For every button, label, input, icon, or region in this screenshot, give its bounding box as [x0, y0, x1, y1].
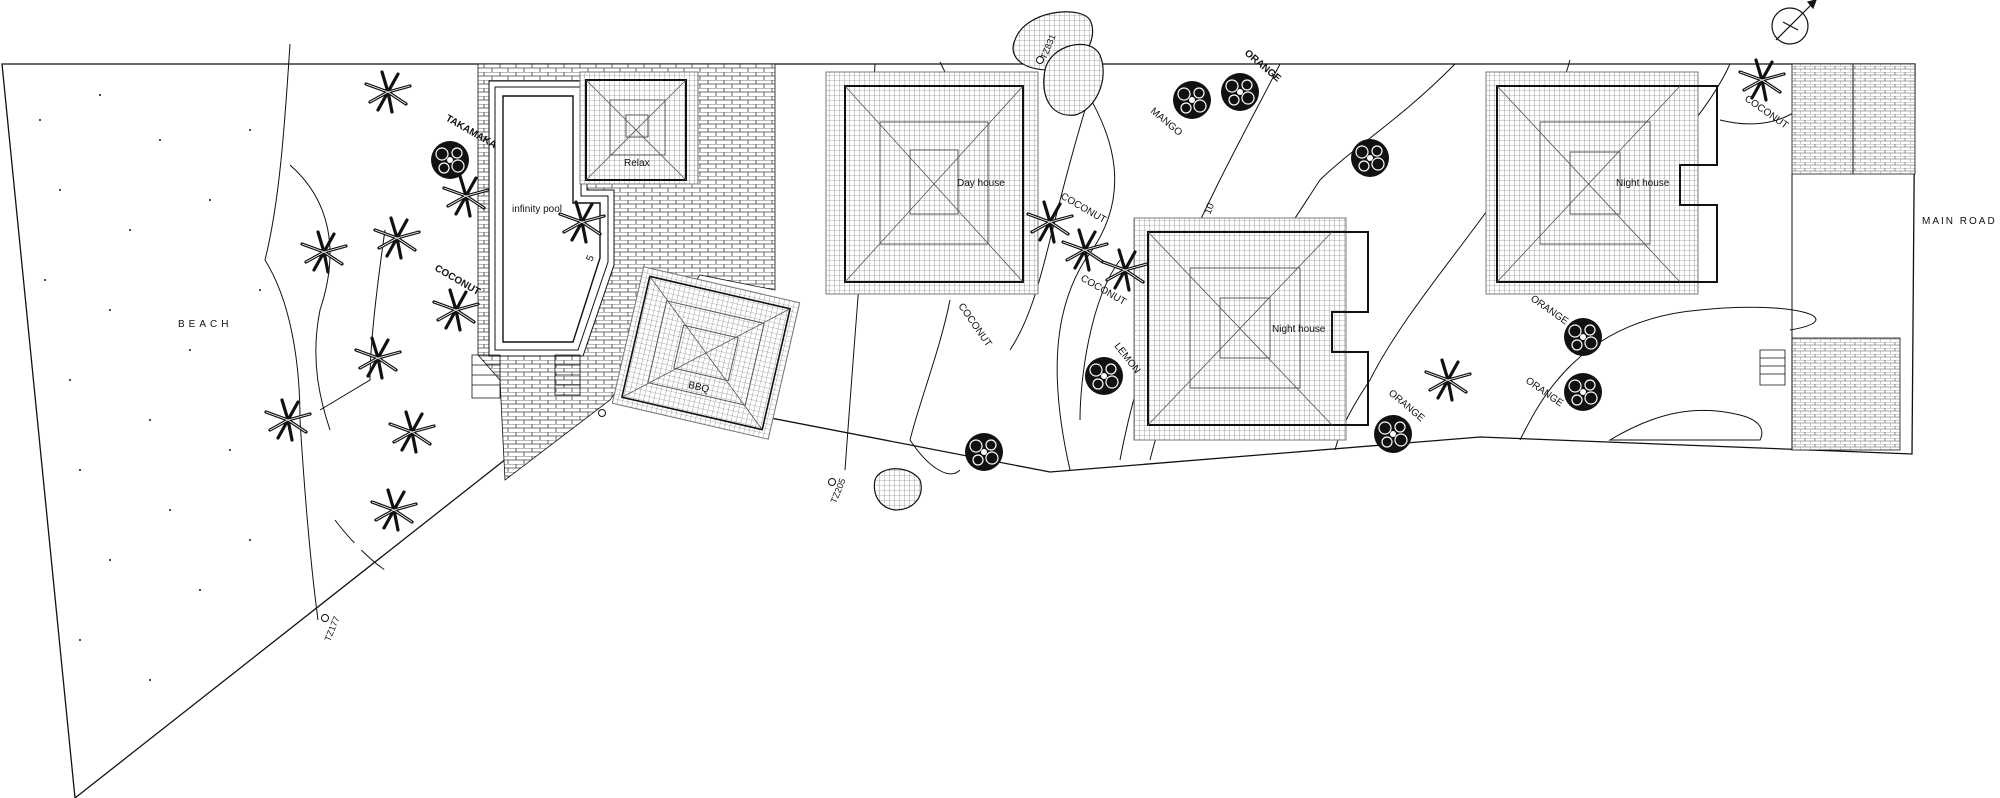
palm-icon [264, 398, 312, 442]
takamaka-tree-icon [430, 140, 470, 180]
coconut-pool-label: COCONUT [433, 263, 482, 298]
night-house-1: Night house [1133, 217, 1369, 441]
mango-tree-icon [1172, 80, 1212, 120]
contour-10-label: 10 [1203, 201, 1218, 216]
bbq-label: BBQ [687, 380, 710, 396]
palm-icon [300, 230, 348, 274]
orange-tree-icon [1563, 317, 1603, 357]
orange-tree-icon [1563, 372, 1603, 412]
orange-tree-icon [1373, 414, 1413, 454]
relax-pavilion: Relax [579, 71, 699, 185]
north-arrow-icon [1771, 0, 1817, 45]
contour-5-label: 5 [585, 253, 597, 263]
day-house: Day house [825, 71, 1039, 295]
coconut-mid-3-label: COCONUT [956, 301, 994, 349]
palm-icon [432, 288, 480, 332]
bbq-pavilion: BBQ [611, 266, 801, 440]
relax-label: Relax [624, 158, 650, 169]
survey-points [321, 56, 1044, 622]
tree-icon [964, 432, 1004, 472]
palm-icon [370, 488, 418, 532]
main-road-label: MAIN ROAD [1922, 216, 1997, 227]
coconut-mid-1-label: COCONUT [1059, 191, 1108, 226]
lemon-tree-icon [1084, 356, 1124, 396]
tree-icon [1350, 138, 1390, 178]
infinity-pool-label: infinity pool [512, 204, 562, 215]
palm-icon [1738, 58, 1786, 102]
palm-icon [1424, 358, 1472, 402]
orange-tree-icon [1220, 72, 1260, 112]
palm-icon [364, 70, 412, 114]
day-house-label: Day house [957, 178, 1005, 189]
parking-area [1759, 63, 1916, 451]
boulders [873, 11, 1104, 511]
night-house-1-label: Night house [1272, 324, 1326, 335]
orange-right-2-label: ORANGE [1523, 375, 1565, 409]
beach-label: BEACH [178, 319, 232, 330]
night-house-2-label: Night house [1616, 178, 1670, 189]
pool-steps [471, 354, 581, 399]
orange-right-1-label: ORANGE [1528, 293, 1570, 327]
palm-icon [354, 336, 402, 380]
beach-area [39, 94, 261, 681]
palm-icon [388, 410, 436, 454]
night-house-2: Night house [1485, 71, 1718, 295]
